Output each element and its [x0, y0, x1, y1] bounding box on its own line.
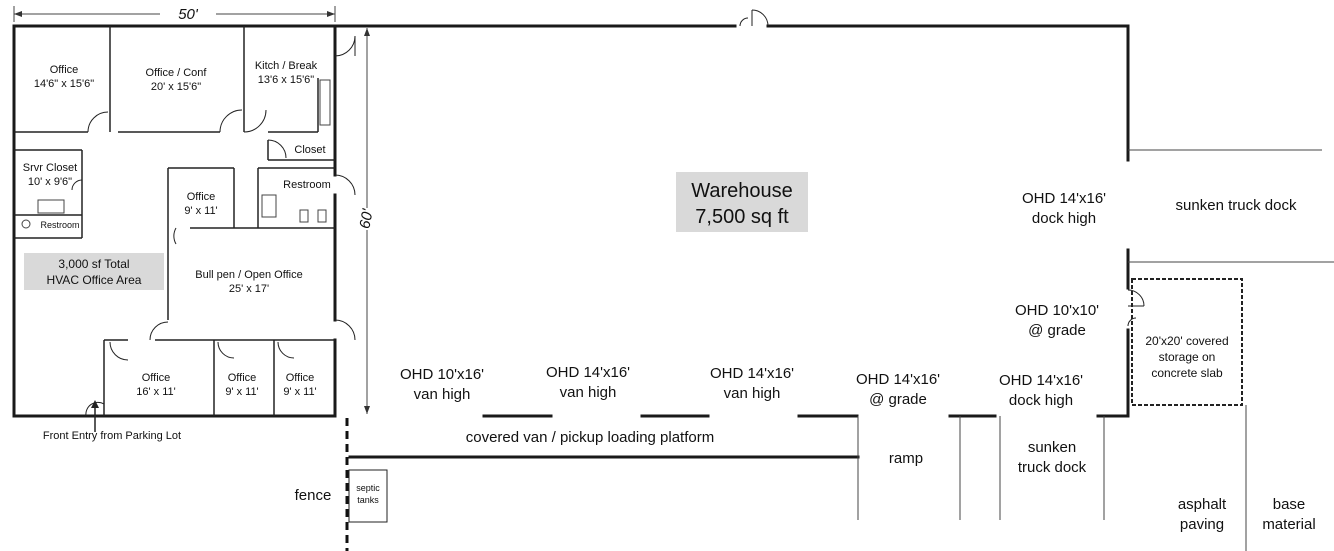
width-dimension-label: 50'	[178, 6, 199, 23]
svg-text:van high: van high	[414, 386, 471, 403]
width-dimension: 50'	[13, 6, 336, 23]
svg-text:concrete slab: concrete slab	[1151, 366, 1223, 380]
room-office-conf: Office / Conf 20' x 15'6"	[146, 67, 208, 93]
svg-text:material: material	[1262, 516, 1315, 533]
ohd-east-dock: OHD 14'x16' dock high	[1022, 190, 1106, 227]
room-office-s3: Office 9' x 11'	[283, 372, 316, 398]
svg-text:HVAC Office Area: HVAC Office Area	[47, 273, 142, 287]
svg-text:dock high: dock high	[1009, 392, 1073, 409]
svg-text:septic: septic	[356, 483, 380, 493]
svg-text:OHD 14'x16': OHD 14'x16'	[999, 372, 1083, 389]
fence: fence	[295, 418, 349, 551]
svg-text:Srvr Closet: Srvr Closet	[23, 162, 77, 174]
front-entry-label: Front Entry from Parking Lot	[43, 430, 181, 442]
room-restroom-small: Restroom	[40, 220, 79, 230]
svg-text:OHD 10'x16': OHD 10'x16'	[400, 366, 484, 383]
svg-text:OHD 14'x16': OHD 14'x16'	[710, 365, 794, 382]
svg-text:van high: van high	[724, 385, 781, 402]
svg-text:covered van / pickup loading p: covered van / pickup loading platform	[466, 429, 714, 446]
svg-text:@ grade: @ grade	[1028, 322, 1086, 339]
depth-dimension-label: 60'	[356, 207, 376, 230]
svg-text:fence: fence	[295, 487, 332, 504]
south-sunken-dock: sunken truck dock	[959, 416, 1105, 520]
svg-text:3,000 sf Total: 3,000 sf Total	[58, 257, 129, 271]
svg-text:OHD 14'x16': OHD 14'x16'	[856, 371, 940, 388]
svg-text:asphalt: asphalt	[1178, 496, 1227, 513]
ohd-east-grade: OHD 10'x10' @ grade	[1015, 302, 1099, 339]
ohd-1: OHD 10'x16' van high	[400, 366, 484, 403]
room-server-closet: Srvr Closet 10' x 9'6"	[23, 162, 77, 188]
room-closet: Closet	[294, 144, 325, 156]
north-door	[739, 9, 769, 27]
svg-text:Warehouse: Warehouse	[691, 180, 793, 202]
svg-text:Office / Conf: Office / Conf	[146, 67, 208, 79]
svg-text:Office: Office	[50, 64, 79, 76]
warehouse-label: Warehouse 7,500 sq ft	[676, 172, 808, 232]
covered-storage: 20'x20' covered storage on concrete slab	[1127, 278, 1243, 406]
base-material: base material	[1262, 496, 1315, 533]
room-office-nw: Office 14'6" x 15'6"	[34, 64, 94, 90]
building-outline	[12, 24, 1130, 418]
depth-dimension: 60'	[356, 28, 377, 414]
svg-text:7,500 sq ft: 7,500 sq ft	[695, 206, 789, 228]
svg-text:20' x 15'6": 20' x 15'6"	[151, 81, 201, 93]
room-kitchen: Kitch / Break 13'6 x 15'6"	[255, 60, 318, 86]
svg-text:sunken truck dock: sunken truck dock	[1176, 197, 1297, 214]
svg-text:Office: Office	[187, 191, 216, 203]
svg-text:Office: Office	[228, 372, 257, 384]
room-restroom-main: Restroom	[283, 179, 331, 191]
svg-text:OHD 10'x10': OHD 10'x10'	[1015, 302, 1099, 319]
office-door-swings	[71, 35, 356, 417]
office-total-box: 3,000 sf Total HVAC Office Area	[24, 253, 164, 290]
svg-text:13'6 x 15'6": 13'6 x 15'6"	[258, 74, 315, 86]
svg-text:OHD 14'x16': OHD 14'x16'	[1022, 190, 1106, 207]
svg-text:truck dock: truck dock	[1018, 459, 1087, 476]
ohd-5: OHD 14'x16' dock high	[999, 372, 1083, 409]
front-entry-arrow-icon	[91, 400, 99, 432]
svg-text:sunken: sunken	[1028, 439, 1076, 456]
svg-text:dock high: dock high	[1032, 210, 1096, 227]
ohd-2: OHD 14'x16' van high	[546, 364, 630, 401]
svg-text:20'x20' covered: 20'x20' covered	[1145, 334, 1228, 348]
svg-text:9' x 11': 9' x 11'	[184, 205, 217, 217]
east-sunken-dock: sunken truck dock	[1128, 149, 1334, 263]
svg-text:van high: van high	[560, 384, 617, 401]
svg-text:25' x 17': 25' x 17'	[229, 283, 269, 295]
room-office-mid: Office 9' x 11'	[184, 191, 217, 217]
room-bullpen: Bull pen / Open Office 25' x 17'	[195, 269, 302, 295]
loading-platform: covered van / pickup loading platform	[348, 416, 860, 520]
svg-text:tanks: tanks	[357, 495, 379, 505]
ohd-3: OHD 14'x16' van high	[710, 365, 794, 402]
svg-text:Office: Office	[142, 372, 171, 384]
svg-text:Office: Office	[286, 372, 315, 384]
asphalt-paving: asphalt paving	[1178, 496, 1227, 533]
septic-tanks: septic tanks	[348, 469, 388, 523]
svg-text:10' x 9'6": 10' x 9'6"	[28, 176, 72, 188]
room-office-s2: Office 9' x 11'	[225, 372, 258, 398]
svg-text:9' x 11': 9' x 11'	[225, 386, 258, 398]
ohd-4: OHD 14'x16' @ grade	[856, 371, 940, 408]
svg-text:9' x 11': 9' x 11'	[283, 386, 316, 398]
svg-text:@ grade: @ grade	[869, 391, 927, 408]
svg-text:storage on: storage on	[1159, 350, 1216, 364]
svg-text:paving: paving	[1180, 516, 1224, 533]
svg-text:16' x 11': 16' x 11'	[136, 386, 175, 398]
svg-text:Bull pen / Open Office: Bull pen / Open Office	[195, 269, 302, 281]
room-office-s1: Office 16' x 11'	[136, 372, 175, 398]
svg-text:base: base	[1273, 496, 1306, 513]
svg-text:14'6" x 15'6": 14'6" x 15'6"	[34, 78, 94, 90]
svg-text:OHD 14'x16': OHD 14'x16'	[546, 364, 630, 381]
office-walls	[14, 24, 337, 418]
svg-text:Kitch / Break: Kitch / Break	[255, 60, 318, 72]
ramp-label: ramp	[889, 450, 923, 467]
